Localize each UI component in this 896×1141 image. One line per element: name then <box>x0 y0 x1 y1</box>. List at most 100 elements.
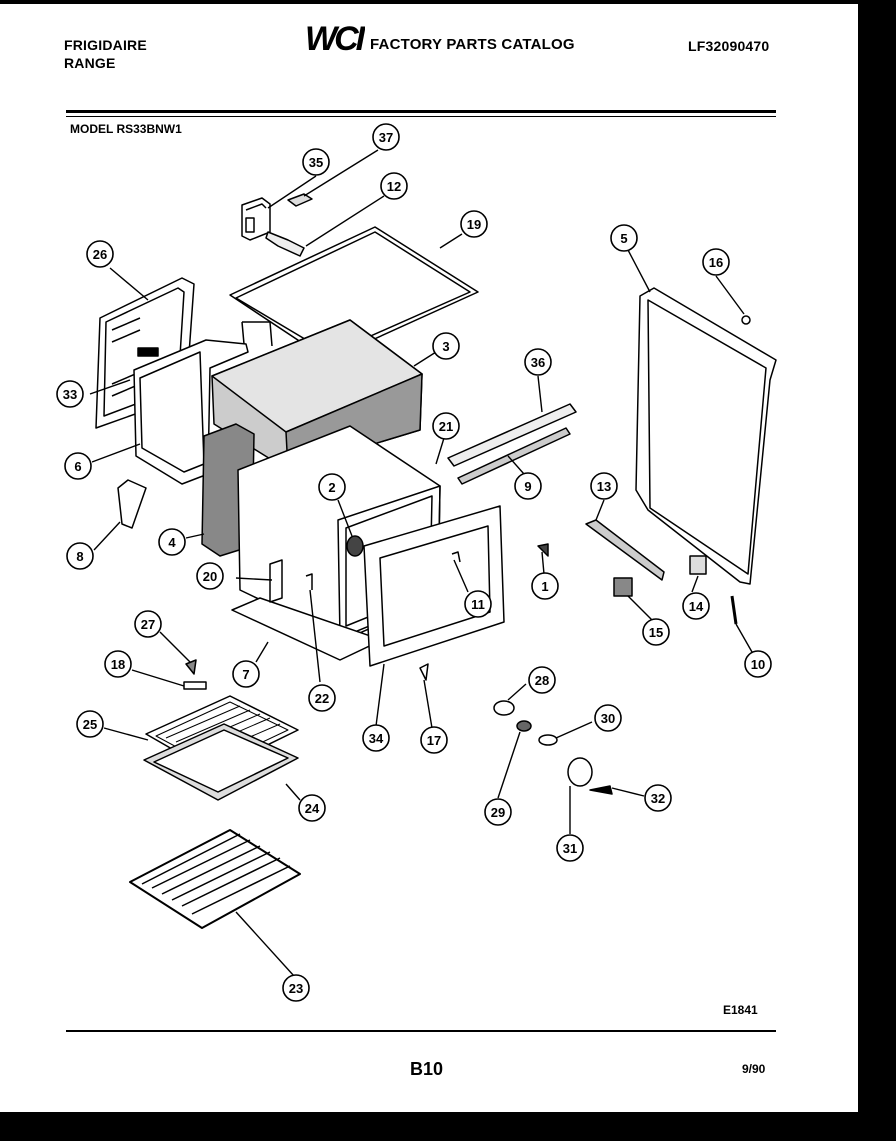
callout-22: 22 <box>308 684 336 712</box>
callout-number: 13 <box>597 479 611 494</box>
callout-3: 3 <box>432 332 460 360</box>
callout-number: 12 <box>387 179 401 194</box>
callout-circle <box>744 650 772 678</box>
callout-34: 34 <box>362 724 390 752</box>
callout-12: 12 <box>380 172 408 200</box>
callout-number: 19 <box>467 217 481 232</box>
callout-10: 10 <box>744 650 772 678</box>
part-2-light-socket <box>346 535 364 557</box>
part-15-block <box>613 577 633 597</box>
callout-number: 22 <box>315 691 329 706</box>
callout-circle <box>380 172 408 200</box>
callout-15: 15 <box>642 618 670 646</box>
part-31-knob <box>567 757 593 787</box>
wci-logo: WCI <box>305 20 365 56</box>
callout-circle <box>590 472 618 500</box>
callout-number: 10 <box>751 657 765 672</box>
callout-number: 35 <box>309 155 323 170</box>
part-8-bracket <box>117 479 147 529</box>
callout-circle <box>642 618 670 646</box>
callout-circle <box>66 542 94 570</box>
diagram-code: E1841 <box>723 1003 758 1017</box>
callout-circle <box>432 332 460 360</box>
callout-circle <box>86 240 114 268</box>
callout-number: 29 <box>491 805 505 820</box>
callout-8: 8 <box>66 542 94 570</box>
callout-circle <box>514 472 542 500</box>
callout-25: 25 <box>76 710 104 738</box>
callout-number: 37 <box>379 130 393 145</box>
callout-21: 21 <box>432 412 460 440</box>
callout-circle <box>610 224 638 252</box>
part-3-insulation <box>211 319 423 471</box>
callout-circle <box>531 572 559 600</box>
callout-16: 16 <box>702 248 730 276</box>
callout-number: 3 <box>442 339 449 354</box>
right-border <box>858 0 896 1141</box>
callout-number: 33 <box>63 387 77 402</box>
callout-number: 25 <box>83 717 97 732</box>
callout-circle <box>594 704 622 732</box>
callout-circle <box>556 834 584 862</box>
callout-number: 21 <box>439 419 453 434</box>
callout-circle <box>298 794 326 822</box>
callout-number: 8 <box>76 549 83 564</box>
callout-circle <box>308 684 336 712</box>
callout-9: 9 <box>514 472 542 500</box>
callout-circle <box>484 798 512 826</box>
callout-26: 26 <box>86 240 114 268</box>
product-type: RANGE <box>64 55 116 71</box>
callout-number: 18 <box>111 657 125 672</box>
callout-11: 11 <box>464 590 492 618</box>
model-label: MODEL RS33BNW1 <box>70 122 182 136</box>
part-6-side-panel <box>133 321 273 485</box>
catalog-date: 9/90 <box>742 1062 766 1076</box>
callout-number: 6 <box>74 459 81 474</box>
catalog-title: FACTORY PARTS CATALOG <box>370 36 575 53</box>
part-23-oven-rack <box>129 829 301 929</box>
callout-circle <box>432 412 460 440</box>
callout-number: 34 <box>369 731 384 746</box>
callout-number: 5 <box>620 231 627 246</box>
callout-circle <box>196 562 224 590</box>
part-14-hinge <box>689 555 707 575</box>
part-36-rail <box>447 403 577 467</box>
header-rule-thin <box>66 116 776 117</box>
callout-number: 1 <box>541 579 548 594</box>
callout-circle <box>302 148 330 176</box>
callout-36: 36 <box>524 348 552 376</box>
callout-circle <box>524 348 552 376</box>
callout-number: 30 <box>601 711 615 726</box>
part-32-skirt <box>589 785 613 795</box>
part-27-hardware <box>185 659 197 675</box>
top-border <box>0 0 896 4</box>
callout-circle <box>464 590 492 618</box>
callout-circle <box>420 726 448 754</box>
callout-circle <box>282 974 310 1002</box>
callout-number: 28 <box>535 673 549 688</box>
callout-31: 31 <box>556 834 584 862</box>
part-37-clip <box>287 193 313 207</box>
callout-number: 9 <box>524 479 531 494</box>
callout-number: 32 <box>651 791 665 806</box>
callout-number: 14 <box>689 599 704 614</box>
callout-circle <box>528 666 556 694</box>
page-number: B10 <box>410 1059 444 1079</box>
part-19-top-panel <box>229 226 479 361</box>
callout-circle <box>372 123 400 151</box>
callout-number: 36 <box>531 355 545 370</box>
callout-number: 26 <box>93 247 107 262</box>
footer-rule <box>66 1030 776 1032</box>
callout-2: 2 <box>318 473 346 501</box>
wci-logo-text: WCI <box>305 20 365 56</box>
callout-23: 23 <box>282 974 310 1002</box>
part-35-bracket <box>241 197 271 241</box>
callout-circle <box>104 650 132 678</box>
callout-4: 4 <box>158 528 186 556</box>
callout-circle <box>460 210 488 238</box>
callout-number: 23 <box>289 981 303 996</box>
part-13-trim <box>585 519 665 581</box>
callout-30: 30 <box>594 704 622 732</box>
callout-33: 33 <box>56 380 84 408</box>
